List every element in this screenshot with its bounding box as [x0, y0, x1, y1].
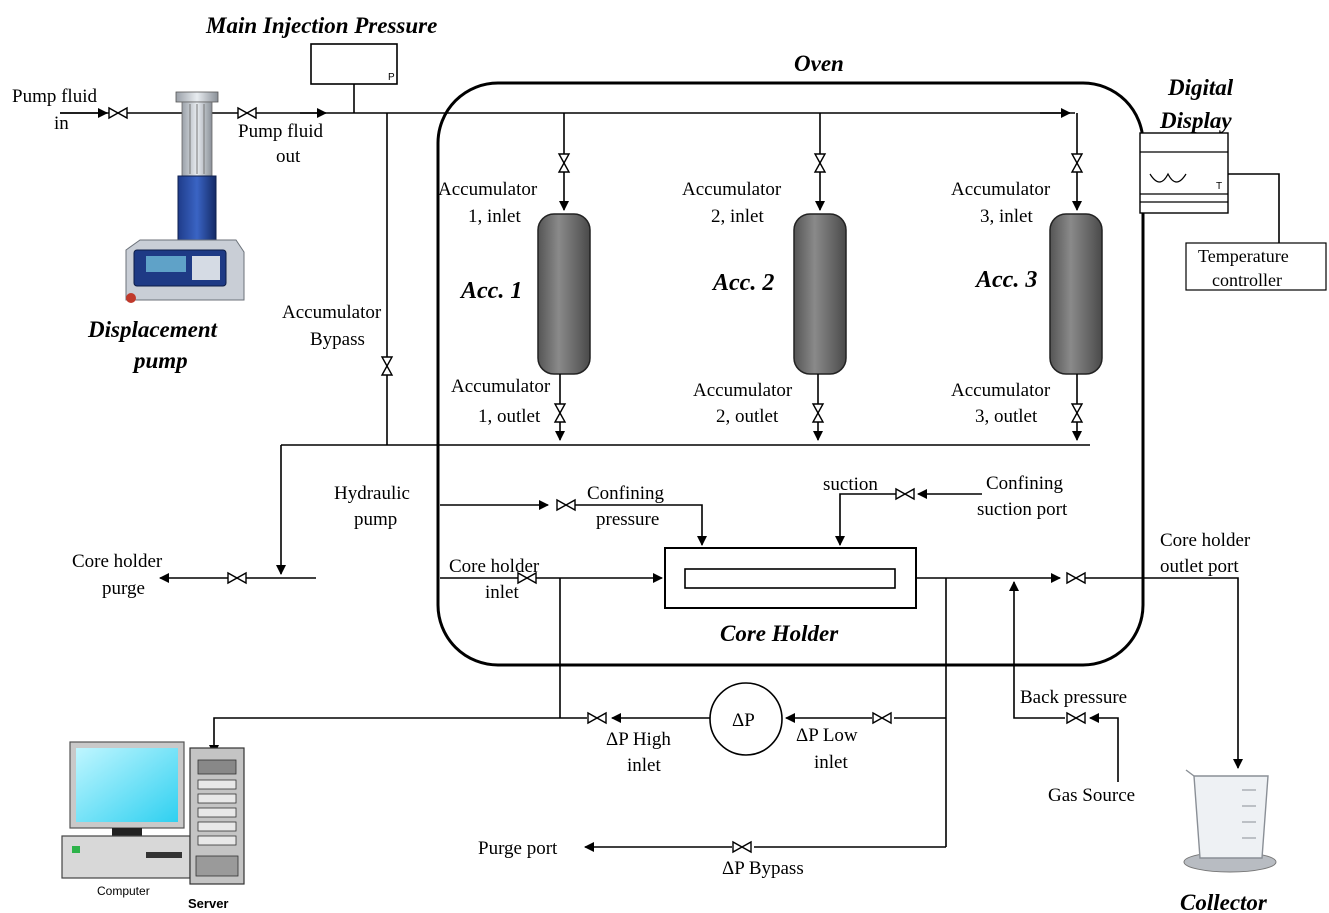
displacement-pump-icon — [126, 92, 244, 303]
accumulator-bypass-valve-icon[interactable] — [382, 357, 392, 375]
confining-suction-port-label: Confining — [986, 473, 1064, 494]
dp-bypass-label: ΔP Bypass — [722, 858, 804, 879]
accumulator-2-cylinder — [794, 214, 846, 374]
collector-label: Collector — [1180, 890, 1268, 913]
hydraulic-pump-label-2: pump — [354, 509, 397, 530]
injection-pressure-gauge — [311, 44, 397, 84]
acc3-outlet-label-2: 3, outlet — [975, 406, 1038, 427]
dp-high-inlet-label: ΔP High — [606, 729, 671, 750]
accumulator-3-cylinder — [1050, 214, 1102, 374]
suction-valve-icon[interactable] — [896, 489, 914, 499]
confining-pressure-valve-icon[interactable] — [557, 500, 575, 510]
dp-low-inlet-label-2: inlet — [814, 752, 848, 773]
dp-high-inlet-label-2: inlet — [627, 755, 661, 776]
confining-suction-port-label-2: suction port — [977, 499, 1068, 520]
collector-beaker-icon — [1184, 770, 1276, 872]
acc1-inlet-label: Accumulator — [438, 179, 538, 200]
core-holder-inlet-label-2: inlet — [485, 582, 519, 603]
acc1-outlet-label: Accumulator — [451, 376, 551, 397]
suction-label: suction — [823, 474, 878, 495]
acc3-inlet-label: Accumulator — [951, 179, 1051, 200]
acc2-name: Acc. 2 — [711, 270, 774, 296]
confining-pressure-label: Confining — [587, 483, 665, 504]
core-holder-outlet-port-label: Core holder — [1160, 530, 1251, 551]
digital-display — [1140, 133, 1228, 213]
core-holder-outlet-valve-icon[interactable] — [1067, 573, 1085, 583]
computer-label: Computer — [97, 884, 150, 898]
pump-inlet-valve-icon[interactable] — [109, 108, 127, 118]
confining-pressure-label-2: pressure — [596, 509, 659, 530]
pump-fluid-in-label: Pump fluid — [12, 86, 97, 107]
main-injection-pressure-title: Main Injection Pressure — [205, 13, 437, 38]
accumulator-1-cylinder — [538, 214, 590, 374]
core-holder-inlet-label: Core holder — [449, 556, 540, 577]
acc2-outlet-label: Accumulator — [693, 380, 793, 401]
acc1-inlet-label-2: 1, inlet — [468, 206, 521, 227]
temperature-controller-label-2: controller — [1212, 270, 1282, 290]
dp-bypass-valve-icon[interactable] — [733, 842, 751, 852]
back-pressure-label: Back pressure — [1020, 687, 1127, 708]
accumulator-bypass-label-2: Bypass — [310, 329, 365, 350]
computer-icon — [62, 742, 190, 878]
displacement-pump-label-2: pump — [132, 348, 188, 373]
acc3-outlet-valve-icon[interactable] — [1072, 404, 1082, 422]
acc3-inlet-valve-icon[interactable] — [1072, 154, 1082, 172]
gauge-p-letter: P — [388, 72, 395, 83]
acc2-inlet-label: Accumulator — [682, 179, 782, 200]
server-icon — [190, 748, 244, 884]
pump-fluid-out-label: Pump fluid — [238, 121, 323, 142]
hydraulic-pump-label: Hydraulic — [334, 483, 410, 504]
core-sample — [685, 569, 895, 588]
temperature-controller-label: Temperature — [1198, 246, 1289, 266]
server-label: Server — [188, 896, 228, 911]
acc2-outlet-valve-icon[interactable] — [813, 404, 823, 422]
pump-outlet-valve-icon[interactable] — [238, 108, 256, 118]
acc1-inlet-valve-icon[interactable] — [559, 154, 569, 172]
pump-fluid-out-label-2: out — [276, 146, 301, 167]
core-holder-purge-label-2: purge — [102, 578, 145, 599]
oven-label: Oven — [794, 51, 844, 76]
acc1-outlet-label-2: 1, outlet — [478, 406, 541, 427]
acc3-name: Acc. 3 — [974, 267, 1037, 293]
displacement-pump-label: Displacement — [87, 317, 218, 342]
dp-low-inlet-label: ΔP Low — [796, 725, 858, 746]
back-pressure-valve-icon[interactable] — [1067, 713, 1085, 723]
accumulator-bypass-label: Accumulator — [282, 302, 382, 323]
digital-display-label: Digital — [1167, 75, 1234, 100]
acc3-outlet-label: Accumulator — [951, 380, 1051, 401]
core-holder-outlet-port-label-2: outlet port — [1160, 556, 1239, 577]
dp-high-inlet-valve-icon[interactable] — [588, 713, 606, 723]
acc2-inlet-valve-icon[interactable] — [815, 154, 825, 172]
acc1-outlet-valve-icon[interactable] — [555, 404, 565, 422]
dp-low-inlet-valve-icon[interactable] — [873, 713, 891, 723]
pump-fluid-in-label-2: in — [54, 113, 69, 134]
acc1-name: Acc. 1 — [459, 278, 522, 304]
delta-p-label: ΔP — [732, 710, 755, 731]
purge-port-label: Purge port — [478, 838, 558, 859]
acc2-inlet-label-2: 2, inlet — [711, 206, 764, 227]
core-holder-label: Core Holder — [720, 621, 839, 646]
core-holder-purge-valve-icon[interactable] — [228, 573, 246, 583]
display-t-letter: T — [1216, 181, 1222, 192]
core-holder-purge-label: Core holder — [72, 551, 163, 572]
gas-source-label: Gas Source — [1048, 785, 1135, 806]
acc2-outlet-label-2: 2, outlet — [716, 406, 779, 427]
digital-display-label-2: Display — [1159, 108, 1232, 133]
acc3-inlet-label-2: 3, inlet — [980, 206, 1033, 227]
